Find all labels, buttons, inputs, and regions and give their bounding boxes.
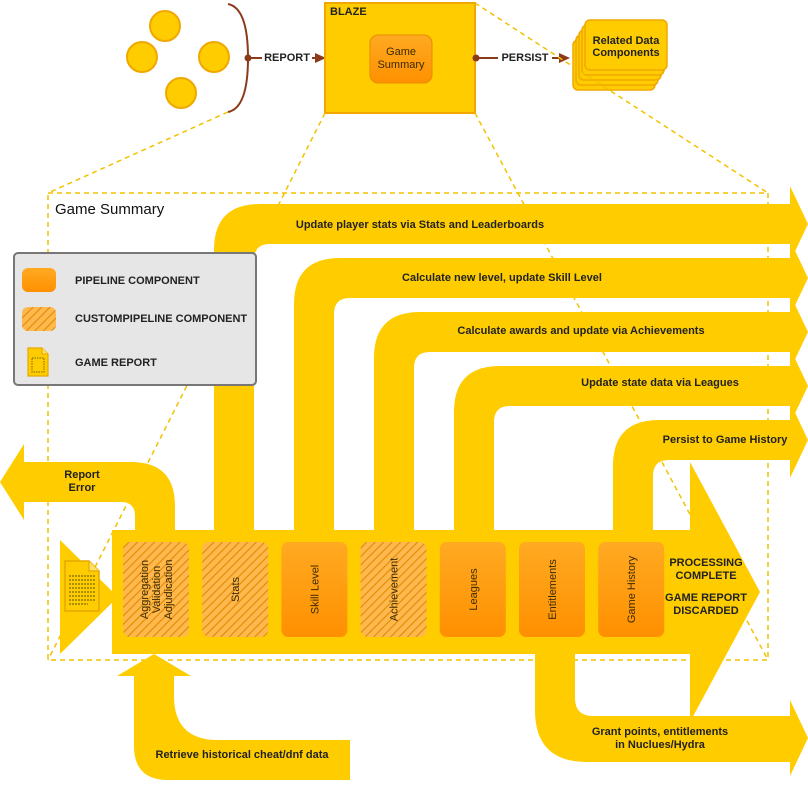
- flow-branch-skill: [294, 240, 808, 545]
- stage-label-0: AggregationValidationAdjudication: [139, 560, 175, 620]
- legend-box: [13, 252, 257, 386]
- game-summary-title: Game Summary: [55, 201, 165, 218]
- legend-custom-label: CUSTOMPIPELINE COMPONENT: [75, 313, 247, 325]
- flow-branch-leagues: [454, 348, 808, 545]
- stage-box-6: [598, 542, 665, 637]
- flow-branch-achievement: [374, 294, 808, 545]
- related-data-card: [584, 19, 668, 71]
- player-circle: [198, 41, 230, 73]
- stage-label-5: Entitlements: [547, 559, 559, 620]
- flow-branch-stats: [214, 186, 808, 545]
- stage-label-6: Game History: [626, 555, 638, 623]
- report-label: REPORT: [264, 52, 310, 64]
- stage-box-3: [360, 542, 427, 637]
- main-pipeline-bar: [112, 462, 760, 722]
- legend-custom-swatch: [22, 307, 56, 331]
- persist-label-bg: [498, 50, 552, 64]
- legend-pipeline-label: PIPELINE COMPONENT: [75, 275, 200, 287]
- legend-report-label: GAME REPORT: [75, 357, 157, 369]
- flow-branch-history: [613, 402, 808, 545]
- flow-branch-grant: [535, 640, 808, 776]
- game-summary-box: [369, 34, 433, 84]
- flow-label-history: Persist to Game History: [663, 434, 789, 446]
- game-report-document-icon: [64, 560, 100, 612]
- blaze-title: BLAZE: [330, 6, 367, 18]
- flow-branch-report-error: [0, 444, 175, 545]
- player-circle: [149, 10, 181, 42]
- stage-box-1: [202, 542, 269, 637]
- flow-branches: [0, 186, 808, 780]
- stage-label-4: Leagues: [468, 568, 480, 611]
- flow-branch-retrieve: [117, 654, 350, 780]
- flow-label-stats: Update player stats via Stats and Leader…: [296, 219, 544, 231]
- flow-label-skill: Calculate new level, update Skill Level: [402, 272, 602, 284]
- legend: PIPELINE COMPONENT CUSTOMPIPELINE COMPON…: [13, 252, 257, 386]
- stage-box-4: [439, 542, 506, 637]
- stage-box-0: [123, 542, 189, 637]
- flow-label-leagues: Update state data via Leagues: [581, 377, 739, 389]
- related-data-stack: [572, 19, 668, 91]
- flow-label-achievement: Calculate awards and update via Achievem…: [457, 325, 704, 337]
- player-circle: [165, 77, 197, 109]
- stage-label-3: Achievement: [389, 558, 401, 622]
- persist-arrowhead: [559, 53, 570, 63]
- stage-box-2: [281, 542, 348, 637]
- report-arrowhead: [315, 53, 326, 63]
- report-label-bg: [262, 50, 312, 64]
- legend-pipeline-swatch: [22, 268, 56, 292]
- player-circle: [126, 41, 158, 73]
- legend-report-icon: [27, 347, 49, 377]
- stage-label-2: Skill Level: [309, 565, 321, 615]
- stage-box-5: [519, 542, 585, 637]
- players-group: [126, 10, 230, 109]
- retrieve-label: Retrieve historical cheat/dnf data: [156, 749, 330, 761]
- game-summary-frame: [47, 192, 769, 661]
- stage-label-1: Stats: [230, 576, 242, 602]
- pipeline-stages: AggregationValidationAdjudication Stats Sk…: [123, 542, 665, 637]
- persist-label: PERSIST: [501, 52, 548, 64]
